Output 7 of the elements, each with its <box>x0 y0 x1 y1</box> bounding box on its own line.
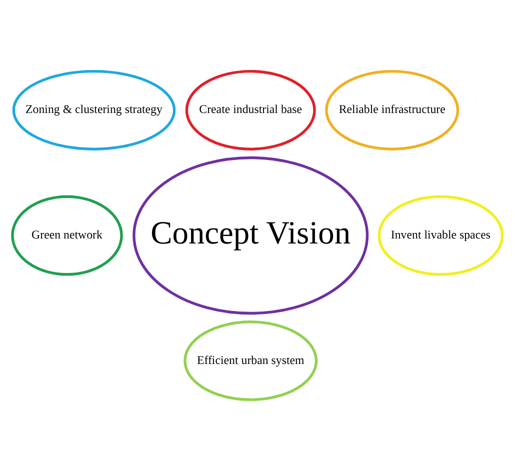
node-ellipse: Create industrial base <box>185 70 316 150</box>
node-ellipse: Invent livable spaces <box>378 195 504 276</box>
node-ellipse: Zoning & clustering strategy <box>12 70 176 150</box>
node-ellipse: Efficient urban system <box>184 320 318 402</box>
node-ellipse: Green network <box>11 195 123 276</box>
node-ellipse: Concept Vision <box>132 156 369 315</box>
node-ellipse: Reliable infrastructure <box>325 70 460 150</box>
